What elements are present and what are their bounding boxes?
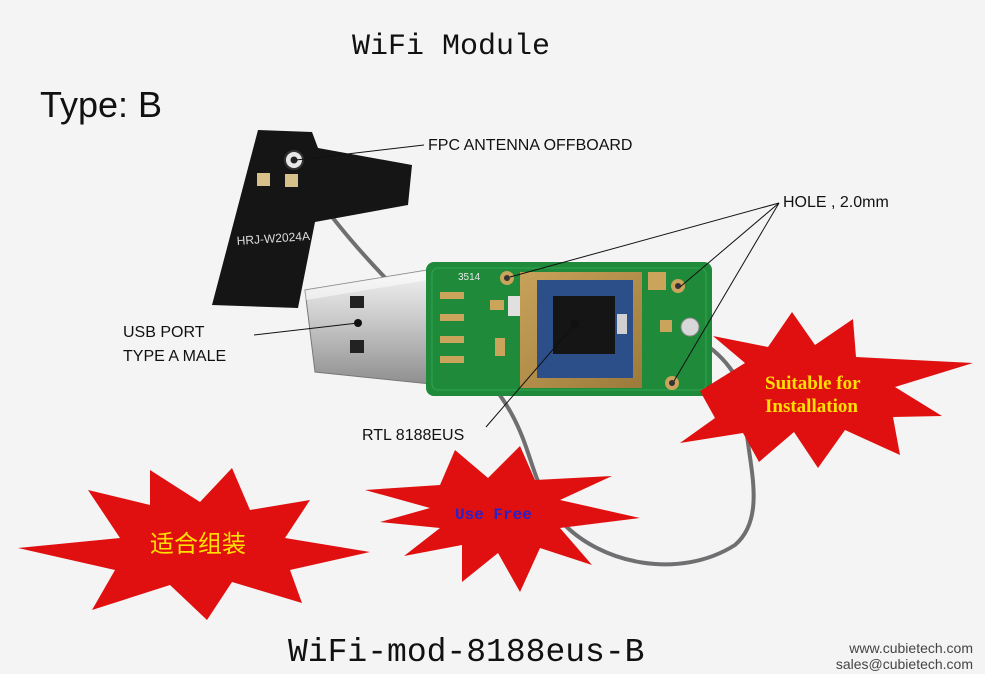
callout-lines <box>253 144 780 428</box>
callout-fpc-antenna: FPC ANTENNA OFFBOARD <box>428 137 633 154</box>
email-text: sales@cubietech.com <box>835 656 973 672</box>
pcb-board: 3514 <box>426 262 712 396</box>
rtl8188eus-chip <box>553 296 615 354</box>
callout-usb-line1: USB PORT <box>123 324 205 341</box>
burst-installation <box>680 312 973 468</box>
callout-chip: RTL 8188EUS <box>362 427 465 444</box>
burst-chinese <box>18 468 370 620</box>
burst-use-free <box>365 446 640 592</box>
usb-plug <box>304 267 441 386</box>
burst-installation-line2: Installation <box>765 396 858 417</box>
fpc-antenna: HRJ-W2024A <box>212 130 412 308</box>
antenna-marking: HRJ-W2024A <box>236 229 310 248</box>
page-title: WiFi Module <box>352 30 551 64</box>
callout-usb-port: USB PORT TYPE A MALE <box>123 321 226 369</box>
callout-usb-line2: TYPE A MALE <box>123 348 227 365</box>
burst-use-free-text: Use Free <box>455 506 532 524</box>
type-label: Type: B <box>40 84 163 125</box>
website-text: www.cubietech.com <box>849 640 973 656</box>
contact-info: www.cubietech.com sales@cubietech.com <box>836 640 973 672</box>
model-label: WiFi-mod-8188eus-B <box>288 634 645 671</box>
board-marking: 3514 <box>458 272 481 283</box>
burst-chinese-text: 适合组装 <box>150 530 246 558</box>
burst-installation-line1: Suitable for <box>765 373 861 394</box>
callout-hole: HOLE , 2.0mm <box>783 194 889 211</box>
ufl-connector <box>680 317 700 337</box>
